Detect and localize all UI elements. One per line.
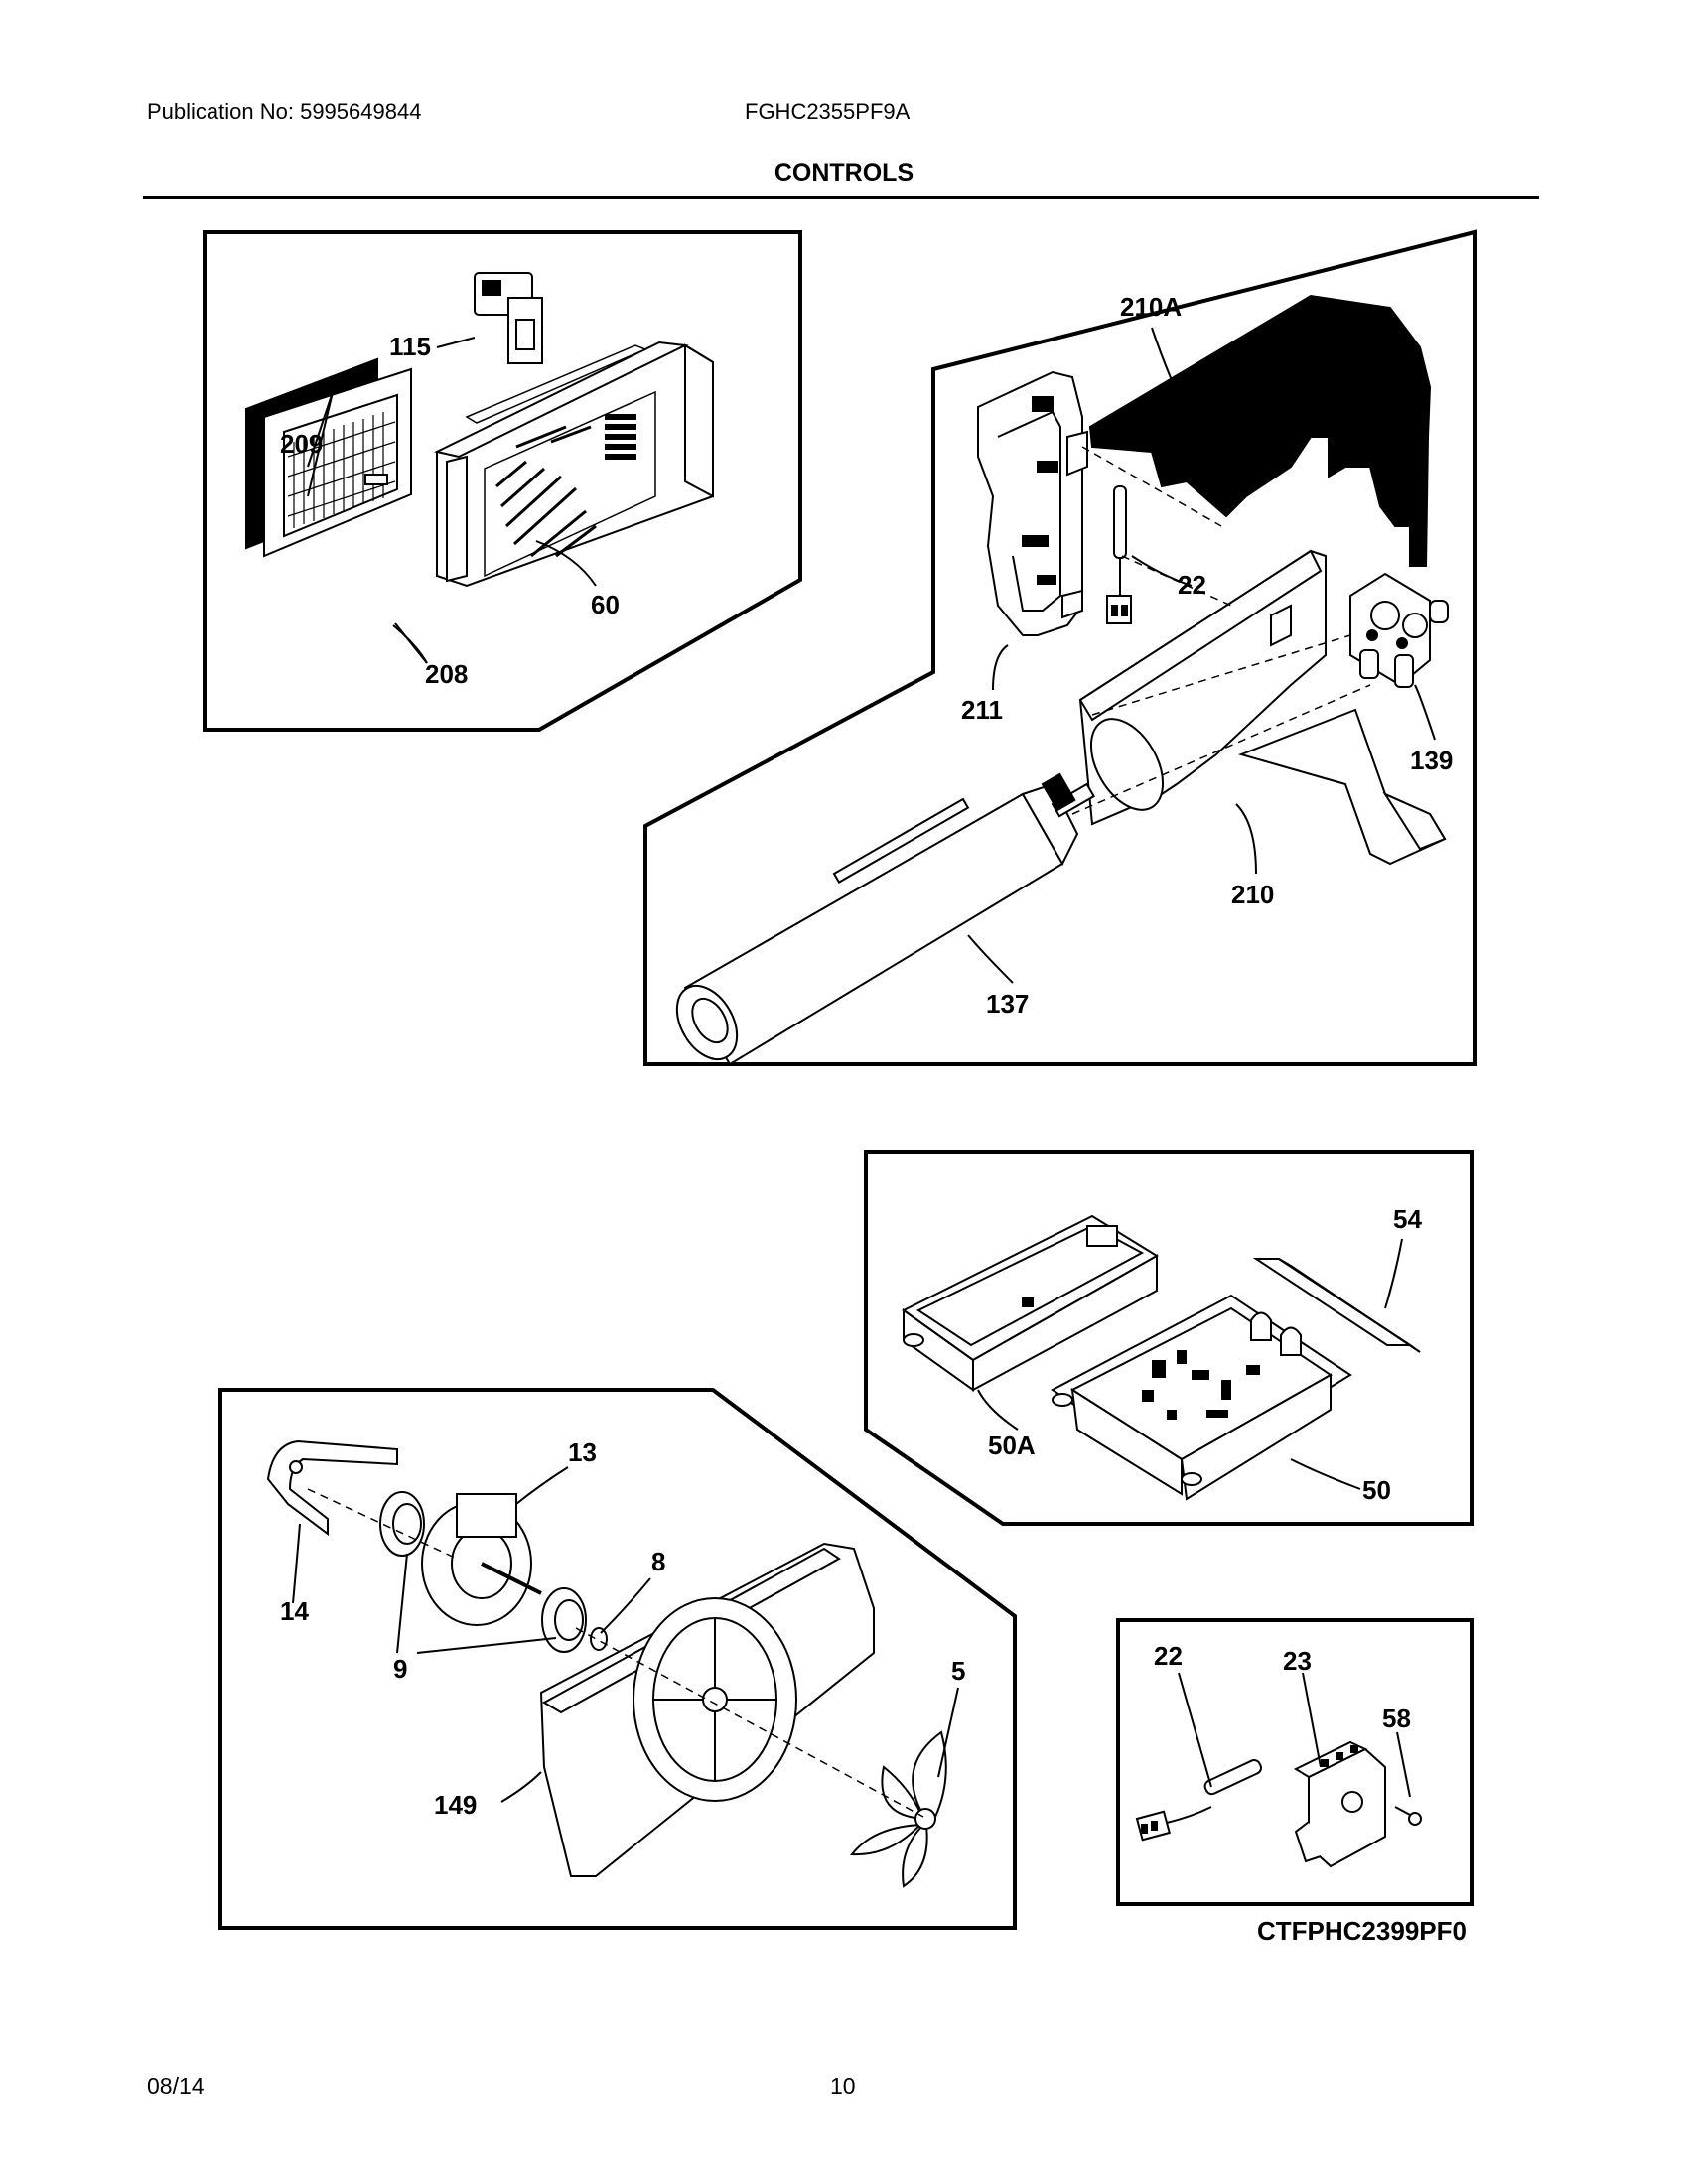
callout-13: 13 [568, 1437, 597, 1467]
panel-thermistor: 22 23 58 [1116, 1618, 1474, 1906]
callout-50: 50 [1362, 1475, 1391, 1505]
callout-211: 211 [961, 695, 1003, 725]
callout-9: 9 [393, 1654, 407, 1684]
part-22-lower-drawing [1135, 1759, 1262, 1842]
part-54-drawing [1252, 1258, 1421, 1353]
callout-139: 139 [1410, 746, 1453, 775]
page-number: 10 [830, 2073, 856, 2099]
callout-60: 60 [591, 590, 620, 619]
panel-fan-motor: 13 14 8 9 5 149 [218, 1388, 1017, 1930]
callout-209: 209 [280, 429, 323, 459]
callout-22-lower: 22 [1154, 1641, 1183, 1671]
callout-210A: 210A [1120, 292, 1182, 322]
callout-58: 58 [1382, 1704, 1411, 1733]
callout-23: 23 [1283, 1646, 1312, 1676]
part-60-drawing [434, 341, 714, 588]
part-5-drawing [850, 1730, 947, 1888]
part-210A-drawing [1088, 294, 1432, 567]
part-208-209-drawing [245, 357, 412, 558]
part-8-drawing [590, 1627, 608, 1651]
callout-50A: 50A [988, 1431, 1036, 1460]
callout-210: 210 [1231, 880, 1274, 909]
part-115-drawing [474, 272, 543, 364]
part-22-drawing [1106, 485, 1132, 624]
part-210-drawing [1078, 549, 1447, 866]
callout-22-upper: 22 [1178, 570, 1206, 600]
header-rule [143, 196, 1539, 199]
panel-control-box: 54 50A 50 [864, 1150, 1474, 1526]
callout-115: 115 [389, 332, 431, 361]
section-title: CONTROLS [774, 159, 914, 187]
part-149-drawing [539, 1542, 875, 1877]
part-137-drawing [675, 772, 1096, 1066]
panel-air-filter: 115 209 60 208 [203, 230, 802, 732]
part-58-drawing [1394, 1806, 1422, 1826]
footer-date: 08/14 [147, 2073, 205, 2099]
callout-208: 208 [425, 659, 468, 689]
part-9-drawing [379, 1491, 587, 1653]
panel-water-filter: 210A 22 211 139 210 137 [643, 229, 1477, 1066]
publication-number: Publication No: 5995649844 [147, 99, 422, 124]
part-50-drawing [1051, 1294, 1352, 1501]
callout-54: 54 [1393, 1204, 1422, 1234]
part-50A-drawing [902, 1214, 1159, 1392]
part-14-drawing [266, 1439, 398, 1536]
callout-5: 5 [951, 1656, 965, 1686]
diagram-code: CTFPHC2399PF0 [1257, 1916, 1467, 1946]
callout-14: 14 [280, 1596, 309, 1626]
part-211-drawing [977, 370, 1088, 636]
model-number: FGHC2355PF9A [745, 99, 911, 124]
callout-137: 137 [986, 989, 1029, 1019]
callout-8: 8 [651, 1547, 665, 1576]
callout-149: 149 [434, 1790, 477, 1820]
part-13-drawing [421, 1493, 542, 1626]
part-139-drawing [1349, 572, 1449, 688]
part-23-drawing [1293, 1740, 1386, 1868]
